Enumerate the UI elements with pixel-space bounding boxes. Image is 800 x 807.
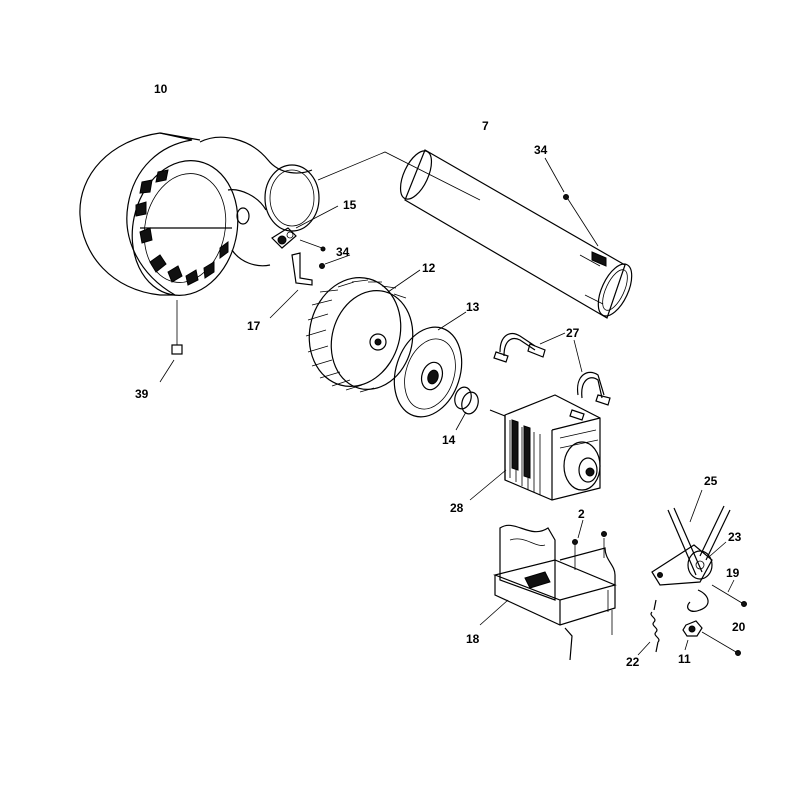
motor-mount (479, 524, 617, 661)
part-label-19: 19 (726, 566, 740, 580)
housing-screw (159, 300, 183, 383)
idler-pulley (687, 541, 727, 612)
part-label-15: 15 (343, 198, 357, 212)
part-label-14: 14 (442, 433, 456, 447)
mount-screws (572, 519, 613, 635)
duct-screw (544, 157, 569, 200)
pulley-bolt (711, 579, 747, 607)
idler-spring (637, 599, 660, 656)
motor-strap-lower (569, 339, 611, 421)
seal-plate (393, 311, 467, 418)
part-label-23: 23 (728, 530, 742, 544)
part-label-25: 25 (704, 474, 718, 488)
part-label-22: 22 (626, 655, 640, 669)
part-label-13: 13 (466, 300, 480, 314)
exhaust-duct (399, 149, 633, 319)
ring-seal (454, 386, 479, 431)
idler-arm (651, 489, 731, 586)
bracket-screw (319, 254, 351, 269)
drive-motor (469, 394, 601, 501)
support-bracket (269, 252, 313, 319)
part-label-34-lower: 34 (336, 245, 350, 259)
hex-nut (682, 620, 703, 651)
part-label-20: 20 (732, 620, 746, 634)
part-label-12: 12 (422, 261, 436, 275)
part-label-28: 28 (450, 501, 464, 515)
arm-screw (701, 631, 741, 656)
motor-strap-upper (493, 332, 566, 363)
part-label-39: 39 (135, 387, 149, 401)
part-label-27: 27 (566, 326, 580, 340)
part-label-34-top: 34 (534, 143, 548, 157)
part-label-17: 17 (247, 319, 261, 333)
part-label-11: 11 (678, 652, 691, 666)
blower-wheel (305, 269, 421, 393)
bearing-clamp (271, 205, 339, 252)
part-label-7: 7 (482, 119, 489, 133)
part-label-18: 18 (466, 632, 480, 646)
part-label-10: 10 (154, 82, 168, 96)
blower-housing (79, 132, 481, 296)
part-label-2: 2 (578, 507, 585, 521)
